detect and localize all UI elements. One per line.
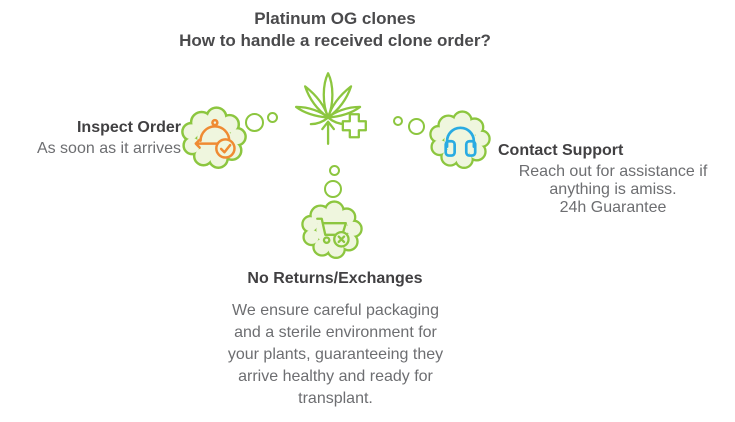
bubble-trail-dot — [393, 116, 403, 126]
node-inspect-order: Inspect Order As soon as it arrives — [0, 118, 181, 159]
page-subtitle: How to handle a received clone order? — [179, 31, 491, 50]
cannabis-leaf-plus-icon — [294, 72, 367, 145]
inspect-order-blob — [183, 107, 245, 169]
cloche-check-icon — [194, 119, 236, 160]
bubble-trail-dot — [267, 112, 278, 123]
bubble-trail-dot — [324, 180, 342, 198]
cart-cancel-icon — [315, 217, 350, 248]
no-returns-title: No Returns/Exchanges — [247, 270, 423, 287]
headphones-icon — [443, 126, 477, 157]
bubble-trail-dot — [245, 113, 264, 132]
bubble-trail-dot — [329, 165, 340, 176]
contact-support-title: Contact Support — [498, 142, 624, 159]
contact-support-blob — [431, 111, 489, 169]
bubble-trail-dot — [408, 118, 425, 135]
contact-support-description: Reach out for assistance if anything is … — [518, 163, 708, 198]
node-contact-support: Contact Support Reach out for assistance… — [498, 141, 728, 217]
no-returns-blob — [303, 201, 361, 259]
inspect-order-title: Inspect Order — [76, 119, 181, 136]
page-title: Platinum OG clones — [254, 9, 416, 28]
contact-support-guarantee: 24h Guarantee — [559, 199, 667, 216]
header: Platinum OG clones How to handle a recei… — [0, 8, 670, 52]
no-returns-description: We ensure careful packaging and a steril… — [227, 302, 444, 407]
inspect-order-description: As soon as it arrives — [36, 140, 181, 157]
